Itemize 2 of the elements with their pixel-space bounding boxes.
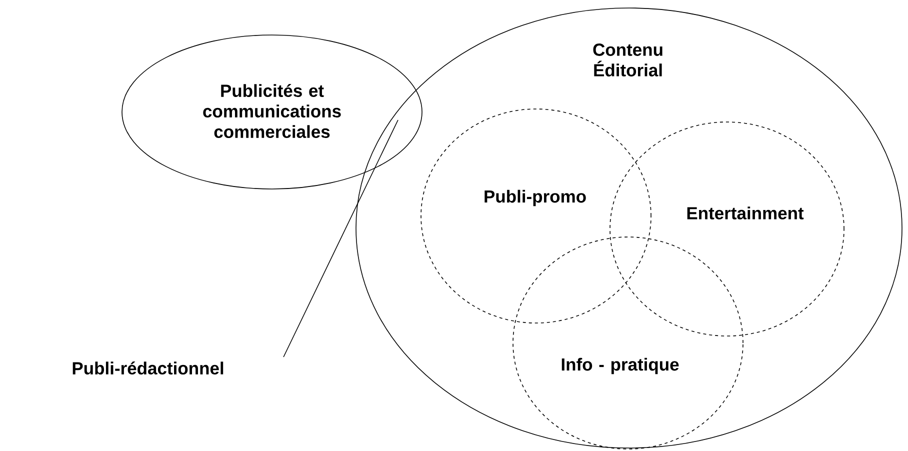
leader-line	[283, 120, 398, 358]
leader-label: Publi-rédactionnel	[72, 362, 224, 374]
